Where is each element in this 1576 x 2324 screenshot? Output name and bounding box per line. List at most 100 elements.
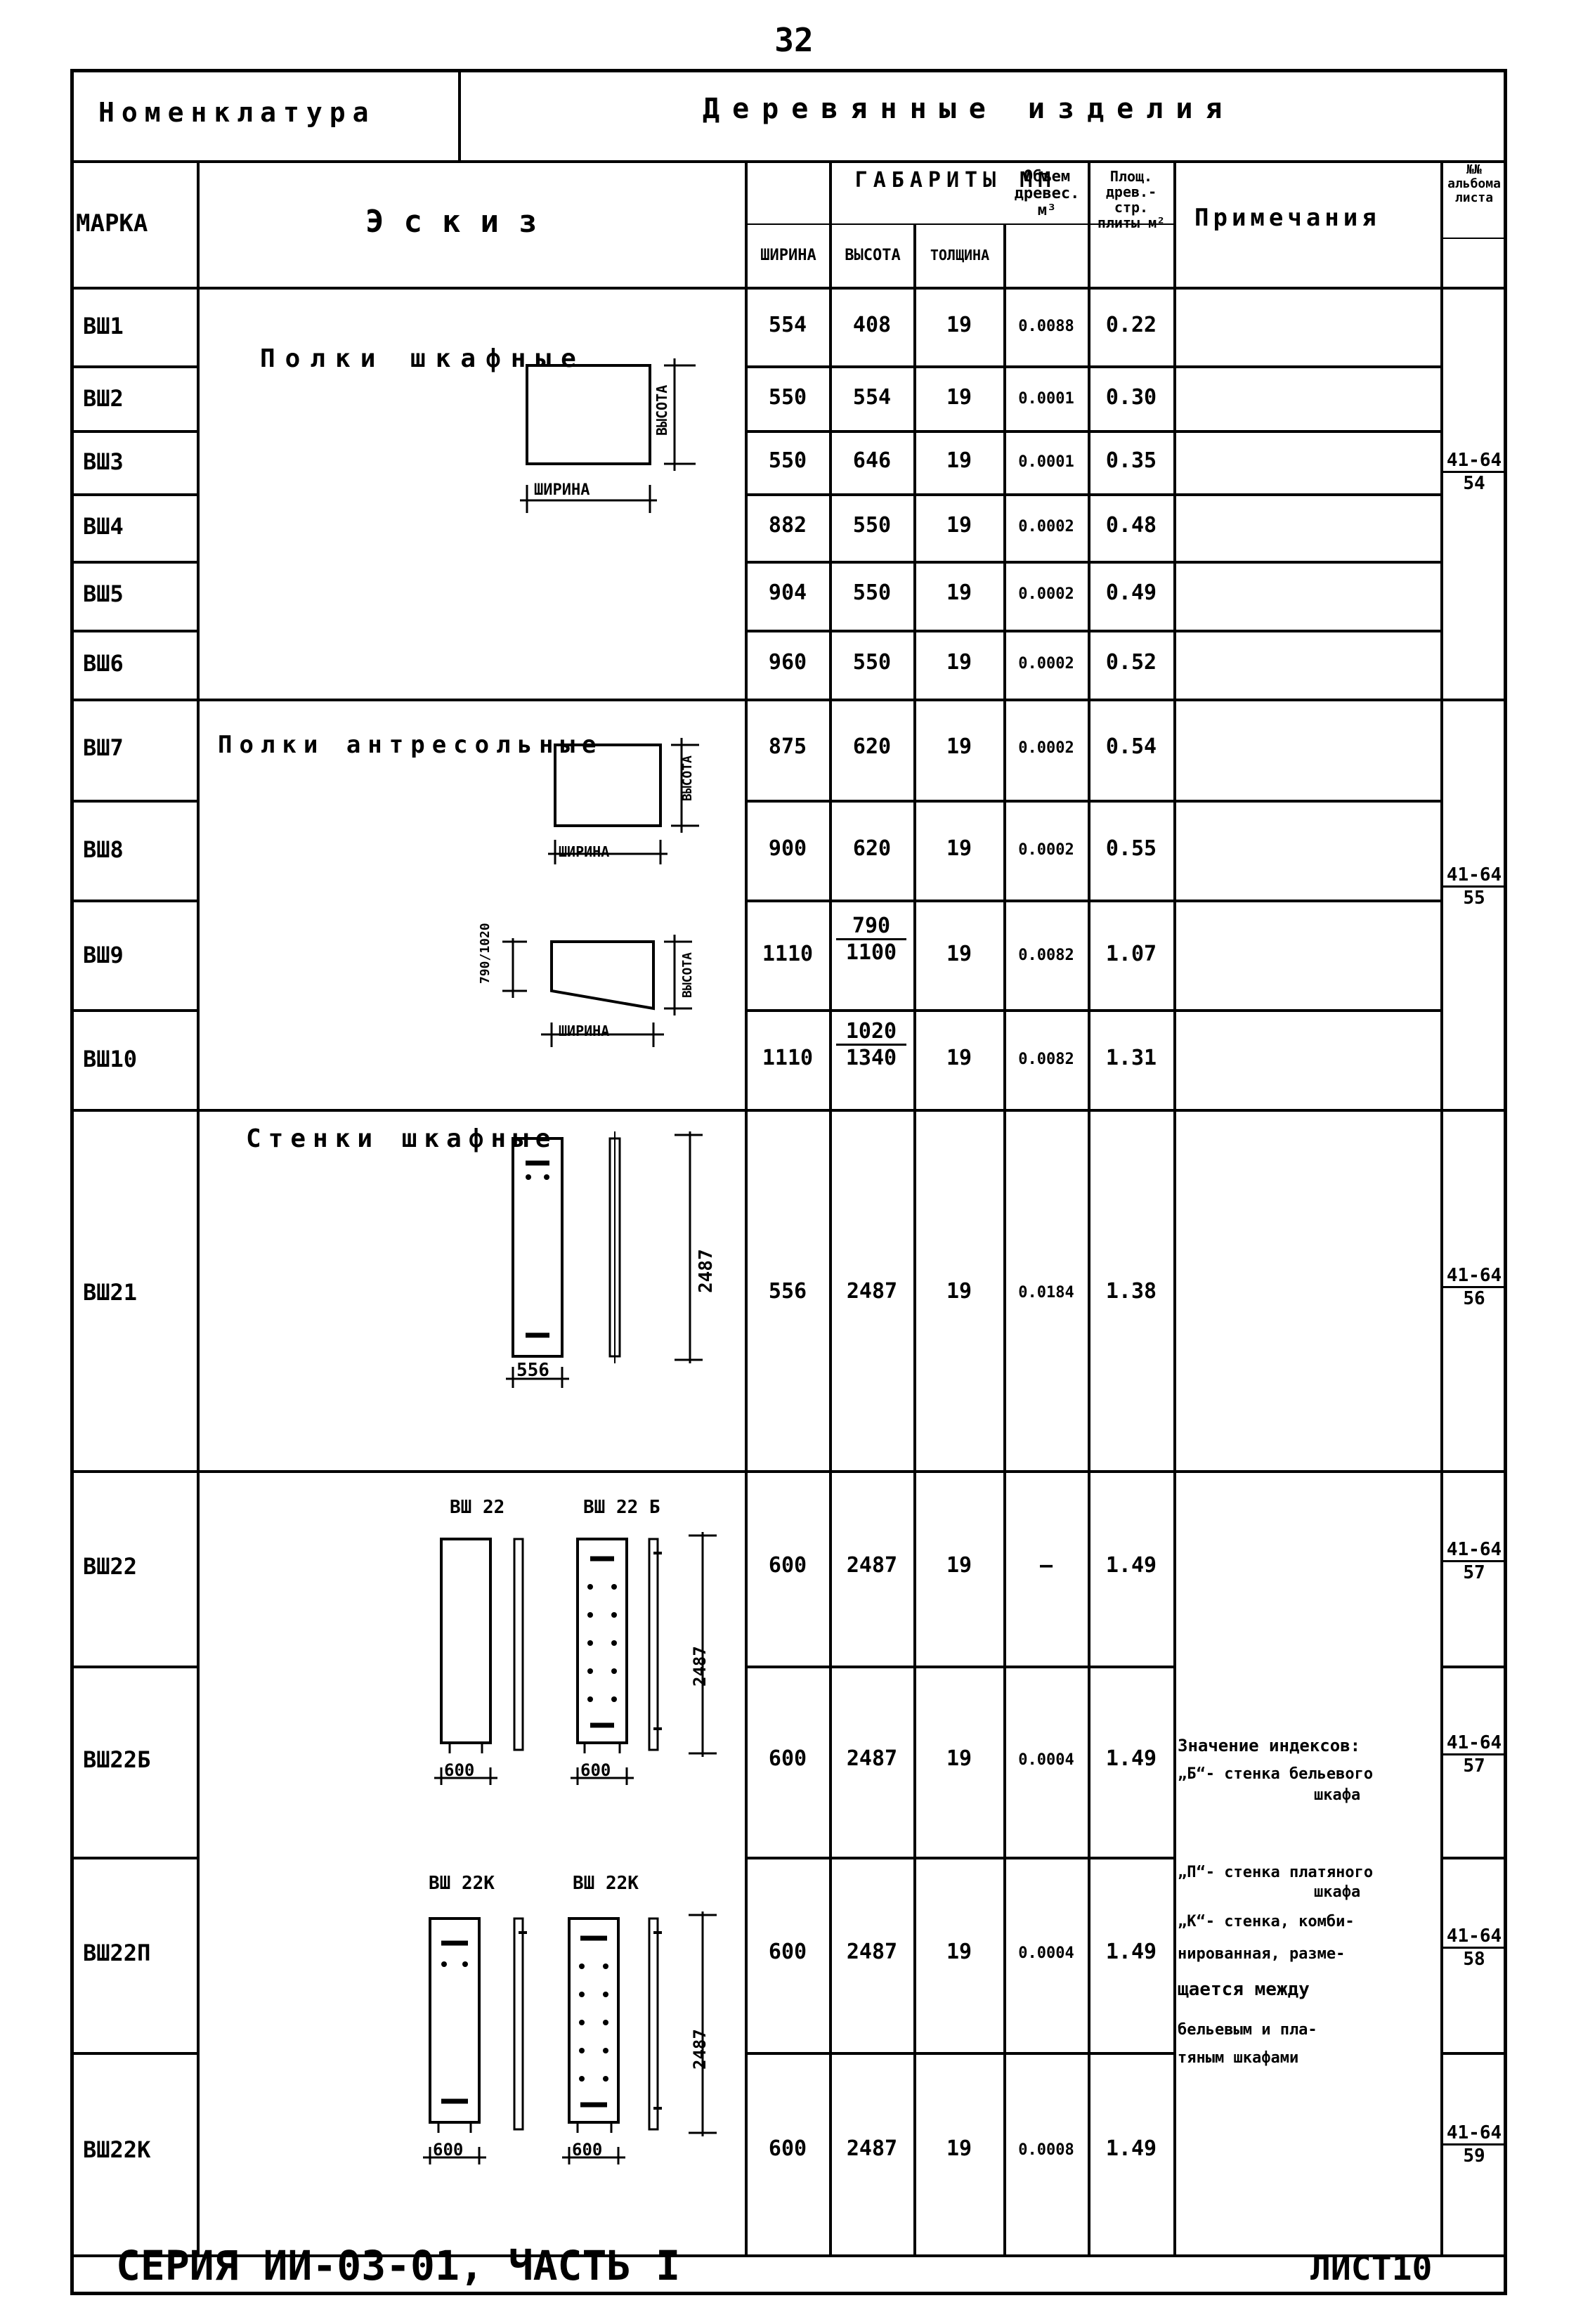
row-line <box>1440 1666 1507 1668</box>
album-subheader-line <box>1440 238 1507 239</box>
row-volume: 0.0184 <box>1018 1284 1074 1301</box>
row-mark: ВШ8 <box>83 836 124 863</box>
mezzanine-shelf-sketch <box>548 738 699 864</box>
row-line <box>70 800 197 803</box>
shelf-sketch <box>520 358 696 513</box>
dims-subheader-line <box>745 223 1173 225</box>
note-line: „К“- стенка, комби- <box>1178 1913 1355 1930</box>
col-line-area <box>1173 160 1176 2254</box>
dim-label-width: 600 <box>572 2140 603 2160</box>
row-thick: 19 <box>946 650 972 675</box>
row-volume: 0.0088 <box>1018 318 1074 335</box>
album-ref-den: 56 <box>1463 1288 1485 1309</box>
album-ref: 41-64 59 <box>1443 2122 1505 2167</box>
sketch-caption: ВШ 22К <box>429 1873 495 1894</box>
group-line <box>70 699 1507 701</box>
sketch-caption: ВШ 22К <box>573 1873 639 1894</box>
wall-22-sketch <box>434 1532 717 1785</box>
row-mark: ВШ22 <box>83 1553 138 1580</box>
row-line <box>1440 1857 1507 1859</box>
height-top: 790 <box>836 914 906 940</box>
row-width: 600 <box>768 2136 807 2161</box>
album-ref-den: 57 <box>1463 1562 1485 1583</box>
row-volume: 0.0002 <box>1018 655 1074 673</box>
album-ref-den: 55 <box>1463 888 1485 909</box>
row-volume: 0.0002 <box>1018 841 1074 859</box>
album-ref: 41-64 57 <box>1443 1732 1505 1777</box>
col-width-header: ШИРИНА <box>760 247 816 264</box>
group-line <box>70 1109 1507 1112</box>
album-ref-den: 57 <box>1463 1755 1485 1777</box>
row-line <box>745 1666 1173 1668</box>
wall-panel-sketch <box>506 1131 703 1388</box>
row-area: 1.49 <box>1105 1746 1157 1771</box>
album-ref-den: 59 <box>1463 2146 1485 2167</box>
row-line <box>70 430 197 433</box>
height-top: 1020 <box>836 1019 906 1046</box>
row-line <box>70 1857 197 1859</box>
group-label-mezzanine: Полки антресольные <box>218 731 604 759</box>
album-ref: 41-64 58 <box>1443 1926 1505 1970</box>
col-line-notes <box>1440 160 1443 2254</box>
group-label-walls: Стенки шкафные <box>246 1124 558 1153</box>
row-width: 904 <box>768 580 807 605</box>
group-line <box>70 1470 1507 1473</box>
note-line: бельевым и пла- <box>1178 2021 1317 2039</box>
row-line <box>70 493 197 496</box>
album-ref-num: 41-64 <box>1443 864 1505 888</box>
row-line <box>70 900 197 902</box>
row-line <box>745 630 1440 632</box>
col-album-header: №№ альбома листа <box>1447 162 1501 205</box>
row-volume: 0.0004 <box>1018 1751 1074 1769</box>
row-mark: ВШ7 <box>83 734 124 761</box>
row-height-fraction: 790 1100 <box>836 914 906 965</box>
row-thick: 19 <box>946 580 972 605</box>
col-dims-header: ГАБАРИТЫ ММ <box>854 168 1057 193</box>
row-area: 0.54 <box>1105 734 1157 759</box>
note-line: нированная, разме- <box>1178 1945 1346 1963</box>
col-thick-header: ТОЛЩИНА <box>930 247 990 264</box>
col-line-thick <box>1003 223 1006 2254</box>
row-width: 550 <box>768 385 807 410</box>
dim-label-taper: 790/1020 <box>478 923 493 984</box>
row-thick: 19 <box>946 734 972 759</box>
row-line <box>70 365 197 368</box>
col-sketch-header: Эскиз <box>365 204 557 240</box>
row-thick: 19 <box>946 942 972 966</box>
note-line: щается между <box>1178 1979 1310 2000</box>
header-divider <box>458 69 461 160</box>
note-line: „Б“- стенка бельевого <box>1178 1765 1374 1783</box>
row-area: 1.49 <box>1105 2136 1157 2161</box>
col-line-height <box>913 223 916 2254</box>
row-area: 0.55 <box>1105 836 1157 861</box>
note-line: тяным шкафами <box>1178 2049 1299 2067</box>
sketch-caption: ВШ 22 <box>450 1497 505 1518</box>
row-line <box>70 630 197 632</box>
col-notes-header: Примечания <box>1194 204 1381 232</box>
row-thick: 19 <box>946 1940 972 1964</box>
note-line: Значение индексов: <box>1178 1736 1361 1755</box>
row-thick: 19 <box>946 1553 972 1578</box>
album-ref: 41-64 56 <box>1443 1265 1505 1309</box>
row-area: 0.22 <box>1105 313 1157 337</box>
row-mark: ВШ3 <box>83 448 124 475</box>
row-line <box>745 1857 1173 1859</box>
row-width: 554 <box>768 313 807 337</box>
album-ref-num: 41-64 <box>1443 1539 1505 1562</box>
dim-label-height: 2487 <box>690 1646 710 1687</box>
row-height: 554 <box>852 385 892 410</box>
row-line <box>745 800 1440 803</box>
note-line: шкафа <box>1314 1883 1361 1901</box>
row-height-fraction: 1020 1340 <box>836 1019 906 1070</box>
col-line-volume <box>1088 160 1090 2254</box>
row-volume: — <box>1039 1553 1053 1578</box>
row-line <box>745 900 1440 902</box>
row-height: 550 <box>852 513 892 538</box>
album-ref-num: 41-64 <box>1443 1732 1505 1755</box>
row-area: 1.31 <box>1105 1046 1157 1070</box>
row-thick: 19 <box>946 836 972 861</box>
row-mark: ВШ1 <box>83 313 124 339</box>
row-mark: ВШ10 <box>83 1046 138 1072</box>
row-mark: ВШ6 <box>83 650 124 677</box>
nomenclature-label: Номенклатура <box>98 97 376 128</box>
